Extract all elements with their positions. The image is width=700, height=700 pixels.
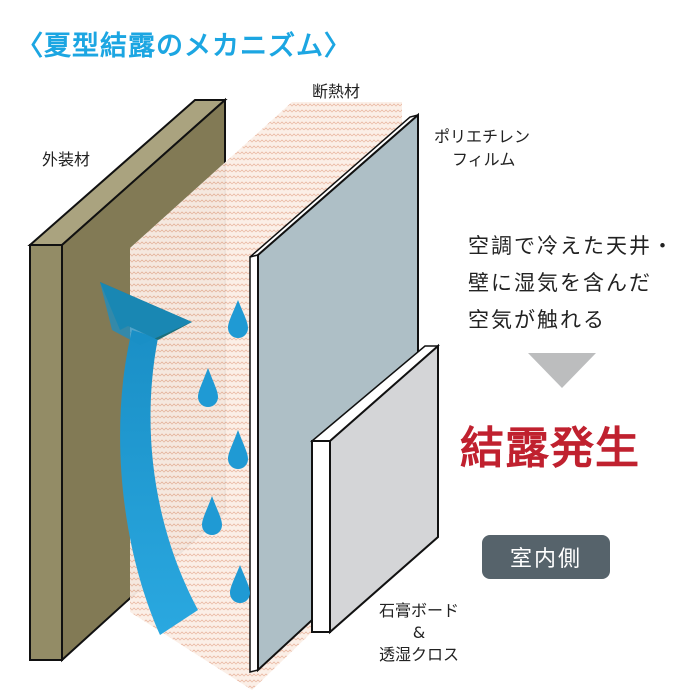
label-board-line2: & — [412, 623, 426, 642]
label-film-line1: ポリエチレン — [434, 127, 531, 146]
label-gypsum-board: 石膏ボード & 透湿クロス — [366, 600, 472, 666]
indoor-side-badge: 室内側 — [482, 535, 610, 579]
description-line: 壁に湿気を含んだ — [468, 271, 652, 295]
down-triangle-icon — [528, 353, 596, 388]
airflow-arrow — [100, 282, 198, 635]
droplet-icon — [198, 368, 218, 407]
diagram-title: 〈夏型結露のメカニズム〉 — [16, 31, 352, 62]
water-droplets — [198, 300, 250, 603]
gypsum-board — [309, 343, 440, 635]
droplet-icon — [228, 300, 248, 338]
droplet-icon — [230, 565, 250, 603]
label-exterior-cladding: 外装材 — [42, 150, 91, 169]
label-film-line2: フィルム — [452, 150, 516, 169]
result-text: 結露発生 — [460, 423, 640, 474]
description-line: 空調で冷えた天井・ — [468, 234, 675, 258]
droplet-icon — [202, 496, 222, 535]
description-line: 空気が触れる — [468, 308, 606, 332]
droplet-icon — [228, 430, 248, 469]
label-insulation: 断熱材 — [312, 82, 361, 101]
description: 空調で冷えた天井・ 壁に湿気を含んだ 空気が触れる — [468, 228, 675, 339]
label-board-line3: 透湿クロス — [378, 645, 459, 664]
label-board-line1: 石膏ボード — [378, 601, 459, 620]
